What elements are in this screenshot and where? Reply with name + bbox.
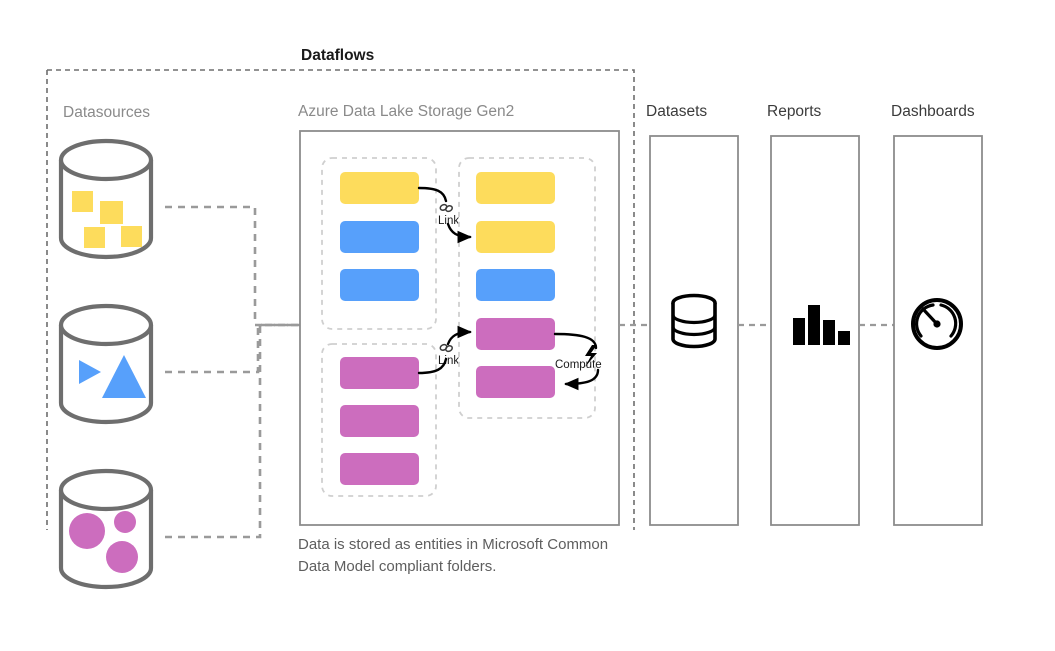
datasource-circles <box>58 468 154 590</box>
connector-datasource-1 <box>165 205 300 327</box>
datasource-triangles <box>58 303 154 425</box>
datasource-squares <box>58 138 154 260</box>
square-glyph <box>121 226 142 247</box>
dataflows-title: Dataflows <box>301 47 375 64</box>
entity-group-top-left <box>321 157 437 330</box>
compute-label: Compute <box>555 359 602 371</box>
datasets-column <box>649 135 739 526</box>
triangle-glyph <box>102 355 146 398</box>
link-icon <box>439 343 453 353</box>
data-lake-panel <box>299 130 620 526</box>
link-upper-arrow-in <box>417 186 448 203</box>
circle-glyph <box>106 541 138 573</box>
link-lower-arrow-in <box>417 357 448 375</box>
link-upper-label: Link <box>438 215 460 227</box>
entity-group-right <box>458 157 596 419</box>
entity-box <box>340 357 419 389</box>
lake-section-label: Azure Data Lake Storage Gen2 <box>298 103 515 120</box>
compute-arrow-in <box>553 332 598 350</box>
connector-datasource-3 <box>165 323 300 539</box>
entity-box <box>340 405 419 437</box>
datasets-column-label: Datasets <box>646 103 708 120</box>
square-glyph <box>72 191 93 212</box>
entity-box <box>340 453 419 485</box>
entity-box <box>476 221 555 253</box>
link-icon <box>439 203 453 213</box>
entity-box <box>476 366 555 398</box>
link-lower-arrow-out <box>446 325 472 346</box>
bar-chart-icon <box>793 305 850 345</box>
lake-caption: Data is stored as entities in Microsoft … <box>298 536 609 575</box>
entity-box <box>476 318 555 350</box>
link-upper-arrow-out <box>446 222 472 244</box>
database-icon <box>671 293 717 349</box>
circle-glyph <box>69 513 105 549</box>
entity-box <box>340 269 419 301</box>
circle-glyph <box>114 511 136 533</box>
entity-group-bottom-left <box>321 343 437 497</box>
reports-column-label: Reports <box>767 103 822 120</box>
entity-box <box>340 221 419 253</box>
entity-box <box>476 269 555 301</box>
square-glyph <box>84 227 105 248</box>
gauge-icon <box>911 298 963 350</box>
triangle-glyph <box>79 360 101 384</box>
entity-box <box>476 172 555 204</box>
connector-datasource-2 <box>165 323 300 374</box>
compute-arrow-out <box>564 368 600 391</box>
lightning-icon <box>585 345 597 367</box>
reports-column <box>770 135 860 526</box>
entity-box <box>340 172 419 204</box>
datasources-section-label: Datasources <box>63 104 151 121</box>
square-glyph <box>100 201 123 224</box>
dataflows-boundary <box>47 69 635 530</box>
dashboards-column-label: Dashboards <box>891 103 975 120</box>
dashboards-column <box>893 135 983 526</box>
